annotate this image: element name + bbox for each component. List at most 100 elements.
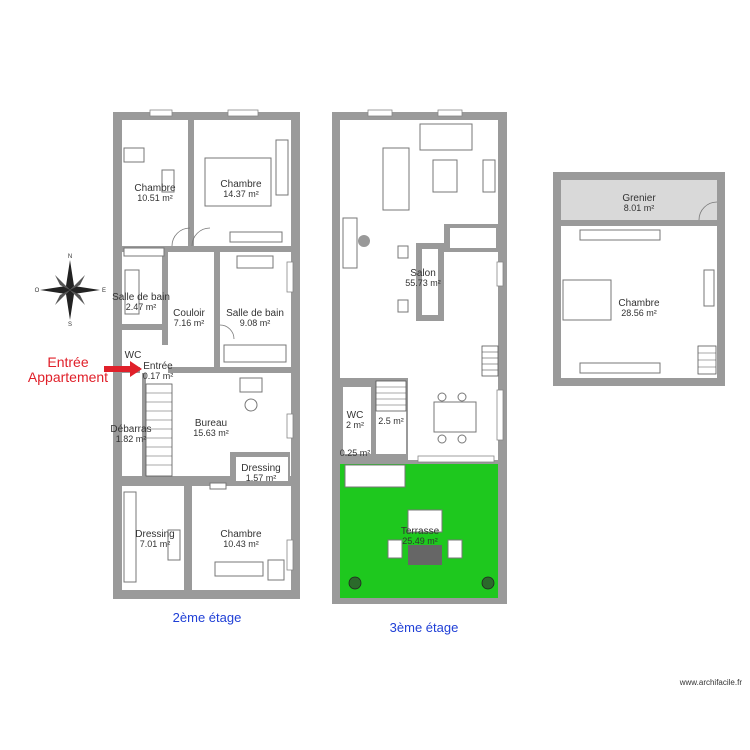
entrance-label-line2: Appartement: [28, 369, 108, 385]
room-area-couloir: 7.16 m²: [174, 318, 205, 328]
stairs-3a: [375, 380, 407, 412]
entrance-label-line1: Entrée: [47, 354, 88, 370]
window: [496, 389, 504, 441]
door-arc: [171, 227, 191, 247]
room-name-sdb-1: Salle de bain: [112, 292, 170, 303]
room-entree: [140, 345, 168, 373]
room-area-chambre-1: 10.51 m²: [137, 193, 173, 203]
stairs-attic: [697, 345, 717, 375]
armoire-dressing: [123, 491, 137, 583]
wardrobe: [275, 139, 289, 196]
compass-o: O: [35, 288, 40, 294]
floor-2-caption: 2ème étage: [173, 610, 242, 625]
room-name-dressing-1: Dressing: [241, 463, 280, 474]
entrance-arrow-icon: [104, 361, 142, 377]
chair: [457, 434, 467, 444]
room-couloir: [168, 252, 214, 367]
room-area-small-1: 2.5 m²: [378, 416, 404, 426]
room-name-terrasse: Terrasse: [401, 526, 440, 537]
side-table: [267, 559, 285, 581]
room-area-sdb-2: 9.08 m²: [240, 318, 271, 328]
entrance-marker: Entrée Appartement: [28, 354, 142, 385]
room-name-sdb-2: Salle de bain: [226, 308, 284, 319]
bed-chambre-2: [204, 157, 272, 207]
room-name-couloir: Couloir: [173, 308, 205, 319]
garden-table: [408, 545, 442, 565]
armoire-bottom: [579, 362, 661, 374]
piano: [342, 217, 358, 269]
bed-chambre-3: [214, 561, 264, 577]
garden-chair: [387, 539, 403, 559]
double-sink: [236, 255, 274, 269]
compass-e: E: [102, 288, 106, 294]
chair: [397, 299, 409, 313]
room-name-debarras: Débarras: [110, 424, 151, 435]
salon-block-inner: [450, 228, 496, 248]
room-area-grenier: 8.01 m²: [624, 203, 655, 213]
garden-chair: [447, 539, 463, 559]
window: [286, 413, 294, 439]
plant-icon: [348, 576, 362, 590]
room-name-wc-1: WC: [125, 350, 142, 361]
sofa-2: [382, 147, 410, 211]
floor-2-plan: Chambre 10.51 m² Chambre 14.37 m² Salle …: [110, 109, 300, 625]
range-poche: [123, 247, 165, 257]
window: [437, 109, 463, 117]
door: [209, 482, 227, 490]
window: [496, 261, 504, 287]
window: [286, 539, 294, 571]
room-name-dressing-2: Dressing: [135, 529, 174, 540]
room-name-entree: Entrée: [143, 361, 173, 372]
room-name-chambre-4: Chambre: [618, 298, 660, 309]
room-name-chambre-1: Chambre: [134, 183, 176, 194]
bbq-kitchen: [344, 464, 406, 488]
compass-n: N: [68, 254, 72, 260]
room-area-chambre-2: 14.37 m²: [223, 189, 259, 199]
desk-bureau: [239, 377, 263, 393]
room-area-chambre-3: 10.43 m²: [223, 539, 259, 549]
plant-icon: [358, 235, 370, 247]
armoire-top: [579, 229, 661, 241]
door-arc: [698, 201, 718, 221]
sofa: [419, 123, 473, 151]
floor-3-caption: 3ème étage: [390, 620, 459, 635]
room-area-chambre-4: 28.56 m²: [621, 308, 657, 318]
room-area-entree: 0.17 m²: [143, 371, 174, 381]
side-unit: [703, 269, 715, 307]
room-area-bureau: 15.63 m²: [193, 428, 229, 438]
window: [367, 109, 393, 117]
watermark: www.archifacile.fr: [679, 678, 743, 687]
compass-rose: N S E O: [35, 254, 106, 328]
garden-lounger: [407, 509, 443, 533]
shower: [124, 269, 140, 315]
room-area-debarras: 1.82 m²: [116, 434, 147, 444]
bed-chambre-1: [161, 169, 175, 193]
room-area-sdb-1: 2.47 m²: [126, 302, 157, 312]
attic-plan: Grenier 8.01 m² Chambre 28.56 m²: [553, 172, 725, 386]
room-name-wc-2: WC: [347, 410, 364, 421]
window: [417, 455, 495, 463]
room-name-chambre-3: Chambre: [220, 529, 262, 540]
chair: [397, 245, 409, 259]
room-grenier: [561, 180, 717, 220]
coffee-table: [432, 159, 458, 193]
stairs-3b: [481, 345, 499, 377]
armoire-chambre-2: [229, 231, 283, 243]
bathtub: [223, 344, 287, 363]
room-name-chambre-2: Chambre: [220, 179, 262, 190]
room-wc-2: [343, 387, 371, 454]
chair: [437, 434, 447, 444]
room-area-dressing-1: 1.57 m²: [246, 473, 277, 483]
kitchen-unit: [482, 159, 496, 193]
window: [149, 109, 173, 117]
plant-icon: [481, 576, 495, 590]
stairs-2: [145, 383, 173, 477]
room-area-wc-2: 2 m²: [346, 420, 364, 430]
desk: [123, 147, 145, 163]
room-name-bureau: Bureau: [195, 418, 227, 429]
room-name-grenier: Grenier: [622, 193, 656, 204]
room-area-terrasse: 25.49 m²: [402, 536, 438, 546]
room-chambre-1: [122, 120, 188, 246]
room-name-salon: Salon: [410, 268, 436, 279]
